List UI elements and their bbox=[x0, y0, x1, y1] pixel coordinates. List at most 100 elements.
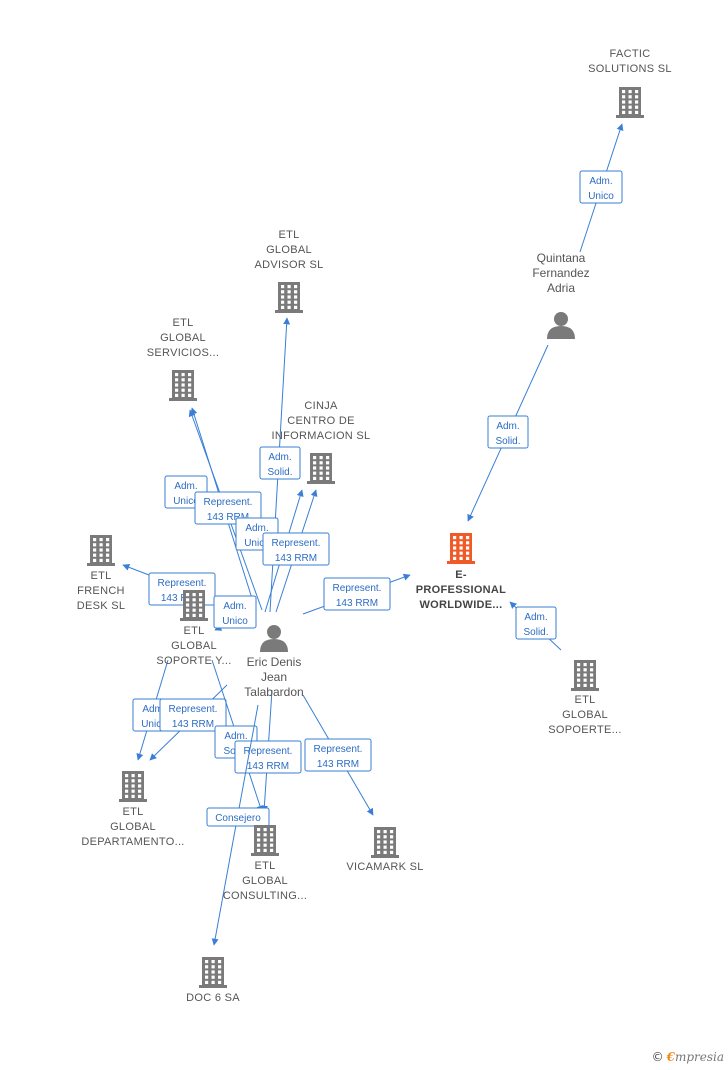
relation-label-text: 143 RRM bbox=[317, 759, 359, 770]
building-icon bbox=[180, 590, 208, 621]
relation-label-text: Adm. bbox=[224, 731, 247, 742]
relation-edge-e11[interactable]: Adm.Unico bbox=[213, 595, 257, 631]
relation-label-text: Represent. bbox=[204, 497, 253, 508]
node-label: DOC 6 SA bbox=[186, 992, 240, 1004]
graph-node-eprof[interactable]: E-PROFESSIONALWORLDWIDE... bbox=[416, 533, 506, 611]
node-label: SOPOERTE... bbox=[548, 724, 621, 736]
footer-brand: ©€mpresia bbox=[652, 1050, 724, 1064]
relation-label-text: Unico bbox=[141, 719, 167, 730]
relation-label-text: Consejero bbox=[215, 813, 261, 824]
graph-node-sopoerte[interactable]: ETLGLOBALSOPOERTE... bbox=[548, 660, 621, 736]
graph-node-vicamark[interactable]: VICAMARK SL bbox=[346, 827, 423, 873]
relation-label-text: 143 RRM bbox=[275, 553, 317, 564]
relation-label-text: Adm. bbox=[245, 523, 268, 534]
relation-label-text: Unico bbox=[244, 538, 270, 549]
node-label: Quintana bbox=[537, 251, 586, 265]
relation-label-text: Adm. bbox=[496, 421, 519, 432]
graph-node-doc6[interactable]: DOC 6 SA bbox=[186, 957, 240, 1004]
node-label: SERVICIOS... bbox=[147, 347, 219, 359]
relation-label[interactable]: Represent.143 RRM bbox=[323, 577, 391, 611]
relation-label[interactable]: Consejero bbox=[206, 807, 270, 827]
relation-label[interactable]: Adm. Solid. bbox=[487, 415, 529, 449]
building-icon bbox=[251, 825, 279, 856]
relation-label-text: 143 RRM bbox=[207, 512, 249, 523]
relation-edge-e15[interactable]: Represent. 143 RRM bbox=[234, 689, 302, 813]
node-label: DEPARTAMENTO... bbox=[81, 836, 184, 848]
node-label: ETL bbox=[122, 806, 143, 818]
node-label: SOLUTIONS SL bbox=[588, 63, 672, 75]
relation-label[interactable]: Adm. Solid. bbox=[259, 446, 301, 480]
node-label: Talabardon bbox=[244, 685, 303, 699]
relation-label-text: Represent. bbox=[158, 578, 207, 589]
relation-label-text: 143 RRM bbox=[172, 719, 214, 730]
relation-label-text: 143 RRM bbox=[247, 761, 289, 772]
node-label: ETL bbox=[574, 694, 595, 706]
relation-edge-e13[interactable]: Represent. 143 RRM bbox=[149, 684, 228, 761]
relation-edge-e2[interactable]: Adm. Solid. bbox=[467, 344, 549, 522]
relation-label[interactable]: Represent. 143 RRM bbox=[159, 698, 227, 732]
relation-label-text: Adm. bbox=[524, 612, 547, 623]
graph-node-consulting[interactable]: ETLGLOBALCONSULTING... bbox=[223, 825, 307, 902]
node-label: ETL bbox=[183, 625, 204, 637]
relation-edge-e16[interactable]: Represent.143 RRM bbox=[302, 694, 374, 816]
graph-node-servicios[interactable]: ETL GLOBAL SERVICIOS... bbox=[147, 317, 219, 401]
relation-label-text: Represent. bbox=[272, 538, 321, 549]
node-label: CINJA bbox=[304, 400, 338, 412]
node-label: GLOBAL bbox=[160, 332, 206, 344]
node-label: CONSULTING... bbox=[223, 890, 307, 902]
relation-edge-e1[interactable]: Adm.Unico bbox=[579, 123, 624, 253]
node-label: GLOBAL bbox=[110, 821, 156, 833]
relation-label[interactable]: Represent.143 RRM bbox=[148, 572, 216, 606]
building-icon bbox=[275, 282, 303, 313]
person-icon bbox=[260, 625, 288, 652]
node-label: Fernandez bbox=[532, 266, 589, 280]
relation-edge-e14[interactable]: Adm.Solid. bbox=[211, 659, 264, 813]
node-label: GLOBAL bbox=[266, 244, 312, 256]
relation-label-text: Solid. bbox=[523, 627, 548, 638]
building-icon bbox=[119, 771, 147, 802]
building-icon bbox=[371, 827, 399, 858]
person-icon bbox=[547, 312, 575, 339]
node-label: ETL bbox=[278, 229, 299, 241]
relation-edge-e17[interactable]: Consejero bbox=[206, 704, 270, 946]
relation-edge-e6[interactable]: Represent. 143 RRM bbox=[190, 407, 262, 609]
relation-edge-e8[interactable]: Represent. 143 RRM bbox=[262, 489, 330, 613]
relation-label[interactable]: Represent. 143 RRM bbox=[262, 532, 330, 566]
node-label: INFORMACION SL bbox=[272, 430, 371, 442]
node-label: VICAMARK SL bbox=[346, 861, 423, 873]
relation-label-text: Represent. bbox=[244, 746, 293, 757]
relation-label[interactable]: Adm.Unico bbox=[213, 595, 257, 629]
relation-label[interactable]: Adm. Solid. bbox=[515, 606, 557, 640]
relation-label-text: Represent. bbox=[169, 704, 218, 715]
relation-label[interactable]: Represent.143 RRM bbox=[304, 738, 372, 772]
node-label: ETL bbox=[172, 317, 193, 329]
building-icon bbox=[616, 87, 644, 118]
relation-edge-e3[interactable]: Adm. Solid. bbox=[509, 601, 562, 651]
relation-label-text: Solid. bbox=[495, 436, 520, 447]
node-label: WORLDWIDE... bbox=[419, 599, 502, 611]
graph-node-factic[interactable]: FACTIC SOLUTIONS SL bbox=[588, 48, 672, 118]
node-label: FACTIC bbox=[610, 48, 651, 60]
node-label: ADVISOR SL bbox=[254, 259, 323, 271]
relation-edge-e4[interactable]: Adm. Solid. bbox=[259, 317, 301, 613]
graph-node-departamento[interactable]: ETL GLOBAL DEPARTAMENTO... bbox=[81, 771, 184, 848]
relation-label[interactable]: Represent. 143 RRM bbox=[194, 491, 262, 525]
node-label: FRENCH bbox=[77, 585, 125, 597]
node-label: GLOBAL bbox=[242, 875, 288, 887]
relation-label-text: Solid. bbox=[267, 467, 292, 478]
graph-node-advisor[interactable]: ETL GLOBAL ADVISOR SL bbox=[254, 229, 323, 313]
relation-label-text: Adm. bbox=[223, 601, 246, 612]
relation-edge-e10[interactable]: Represent.143 RRM bbox=[302, 573, 411, 615]
relation-label-text: 143 RRM bbox=[336, 598, 378, 609]
relation-label[interactable]: Represent. 143 RRM bbox=[234, 740, 302, 774]
relation-label-text: Adm. bbox=[268, 452, 291, 463]
node-label: PROFESSIONAL bbox=[416, 584, 506, 596]
relation-label[interactable]: Adm.Unico bbox=[579, 170, 623, 204]
node-label: SOPORTE Y... bbox=[156, 655, 231, 667]
node-label: DESK SL bbox=[77, 600, 126, 612]
